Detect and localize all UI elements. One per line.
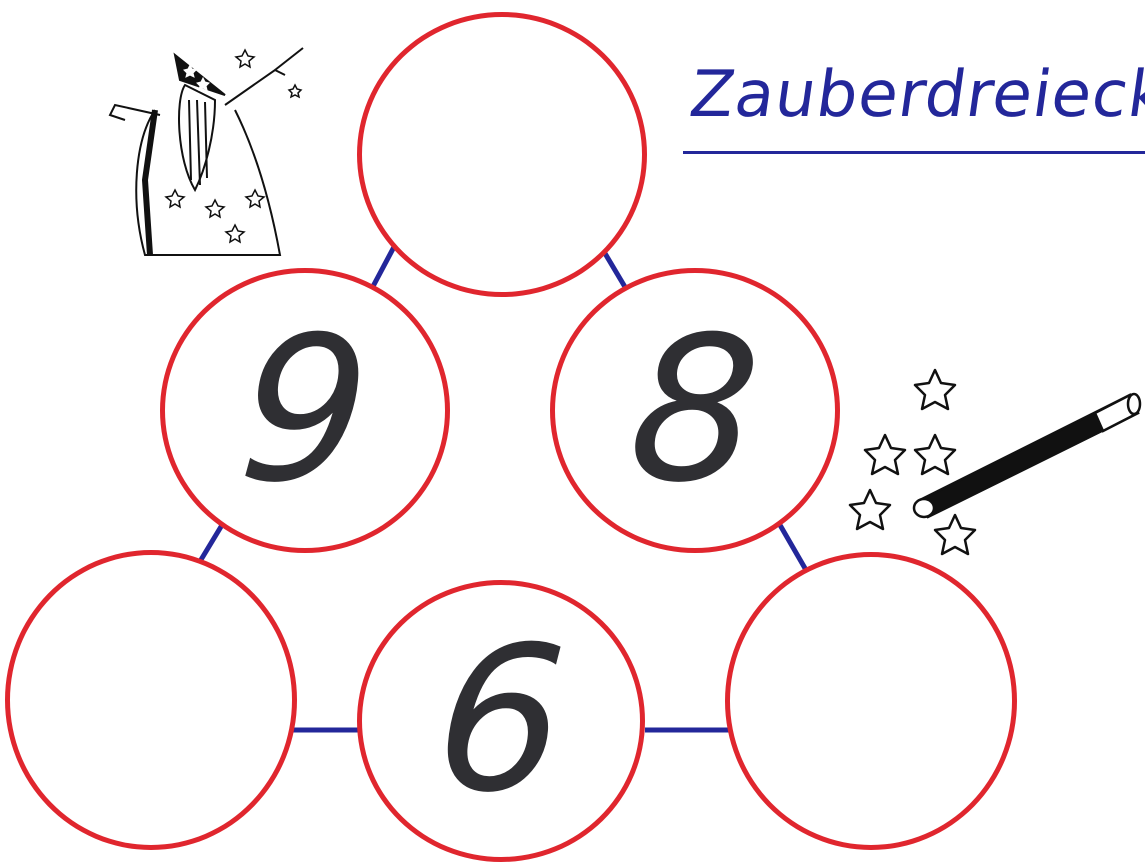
circle-middle-right[interactable]: 8: [550, 268, 840, 553]
connector-right-bottom: [780, 525, 806, 570]
circle-bottom-left[interactable]: [5, 550, 297, 850]
page-title: Zauberdreieck 1: [683, 58, 1145, 148]
circle-middle-right-value: 8: [624, 311, 765, 511]
circle-middle-left[interactable]: 9: [160, 268, 450, 553]
magic-wand-icon: [840, 365, 1145, 565]
circle-top[interactable]: [357, 12, 647, 297]
title-underline: [683, 151, 1145, 154]
circle-bottom-center[interactable]: 6: [357, 580, 645, 862]
circle-middle-left-value: 9: [234, 311, 375, 511]
circle-bottom-center-value: 6: [430, 621, 571, 821]
circle-bottom-right[interactable]: [725, 552, 1017, 850]
title-text: Zauberdreieck: [685, 58, 1145, 132]
wizard-icon: [105, 40, 310, 260]
